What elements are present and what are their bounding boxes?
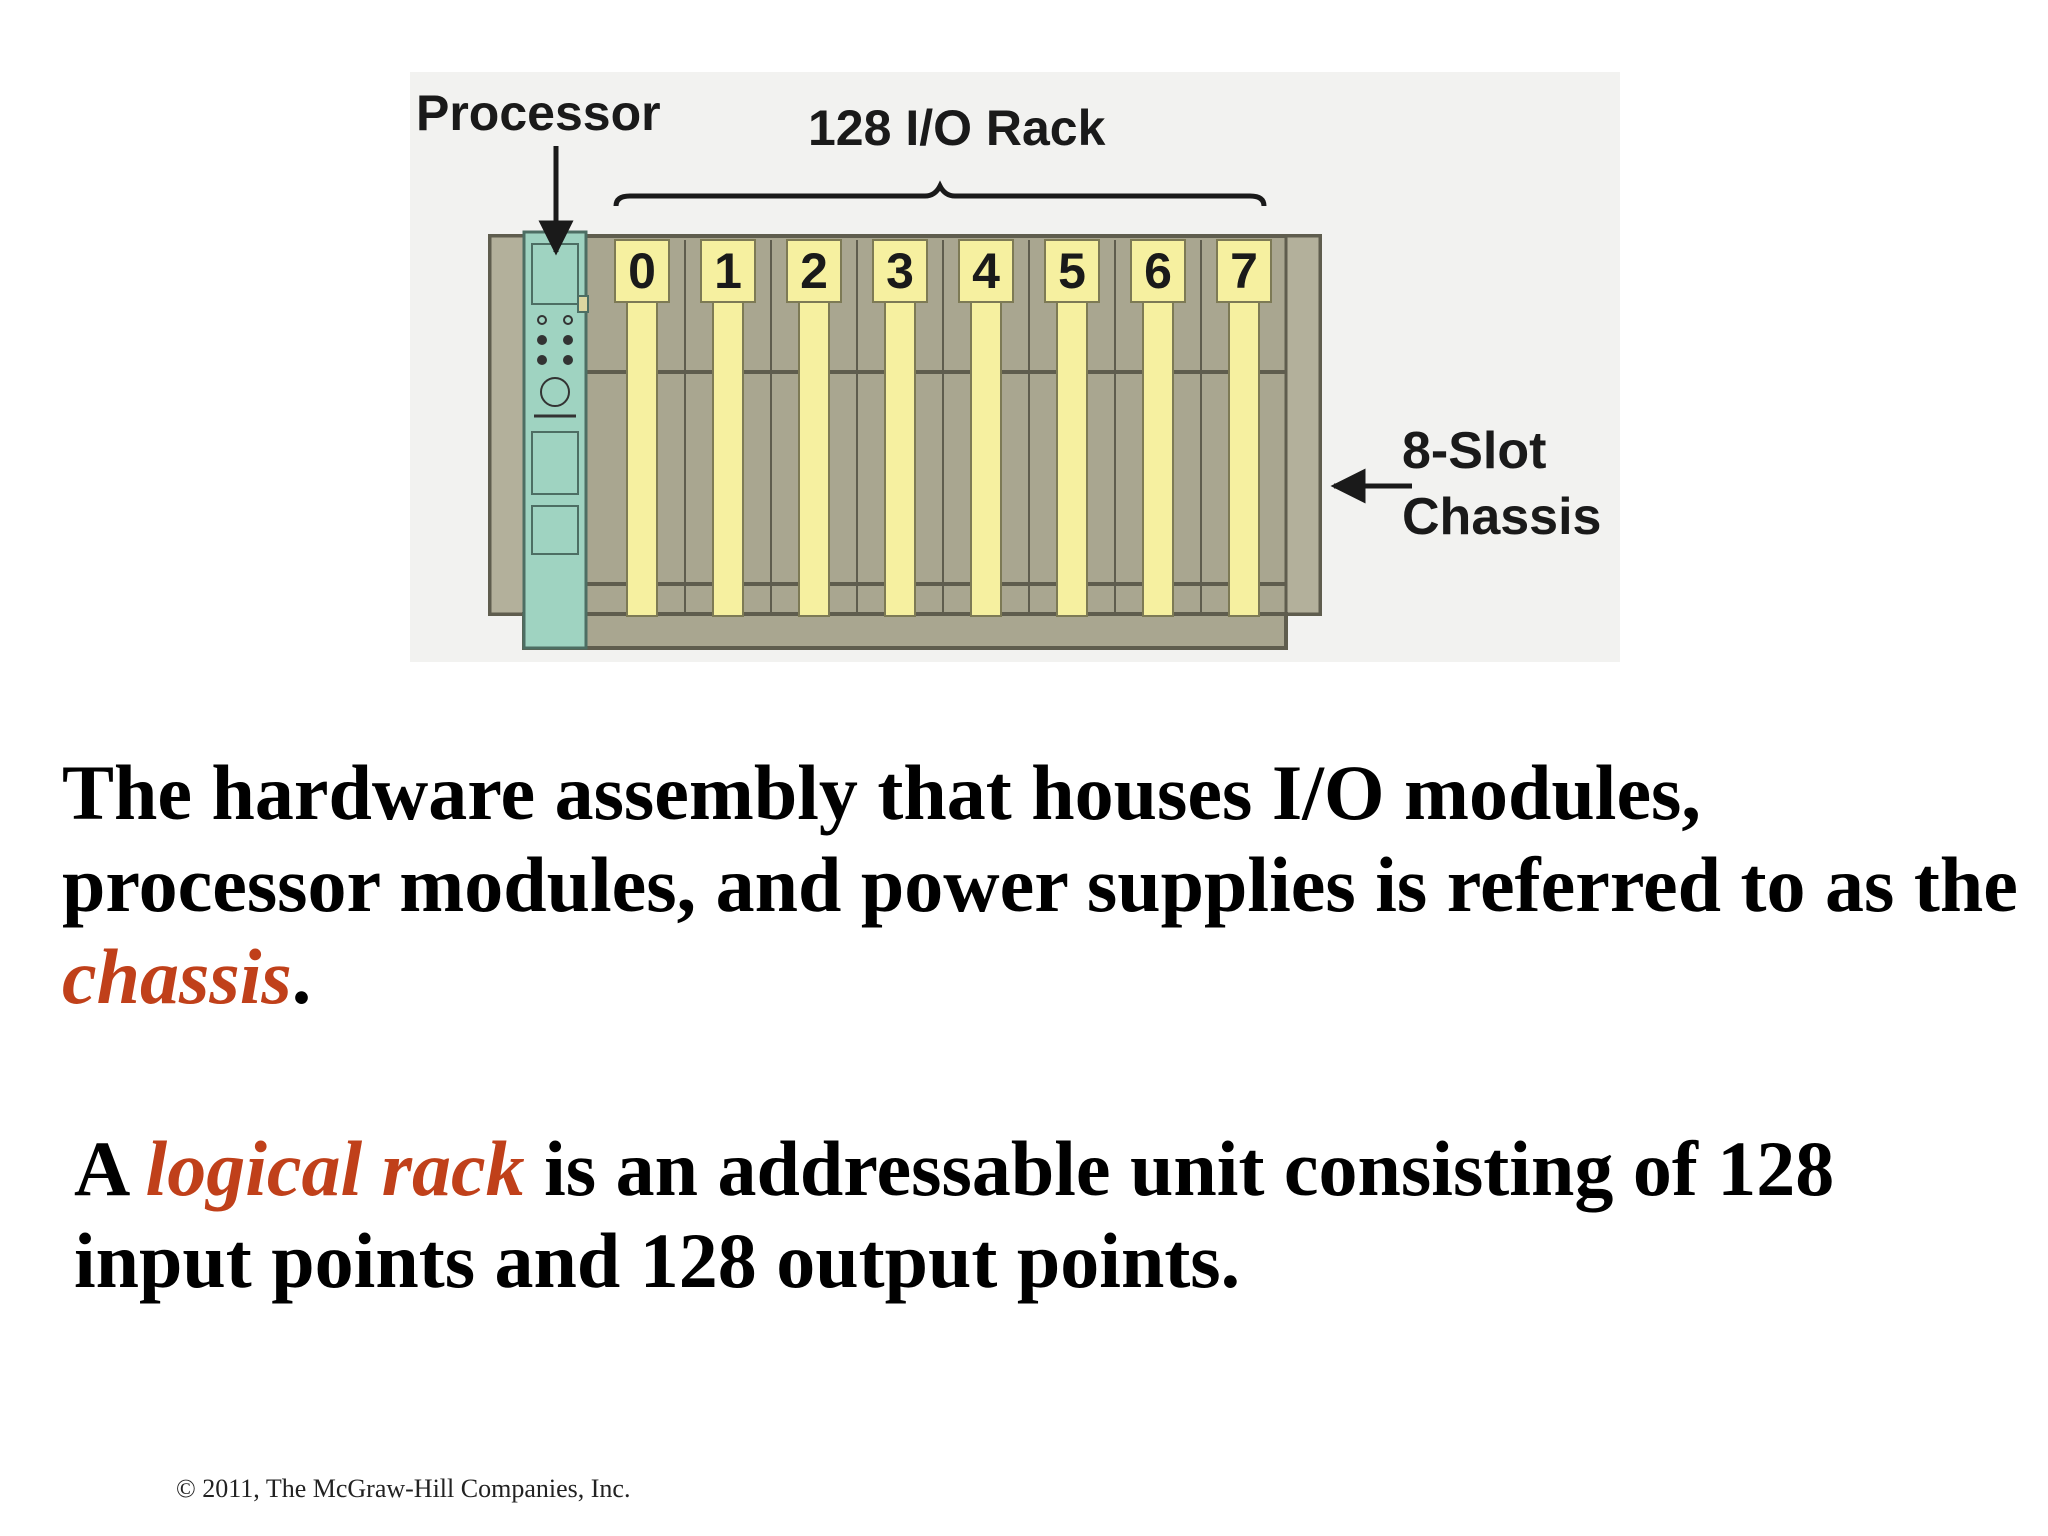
processor-led	[537, 355, 547, 365]
slot-number: 0	[628, 243, 656, 299]
slot-module	[970, 299, 1002, 617]
chassis-base	[522, 612, 1288, 650]
slot-number: 7	[1230, 243, 1258, 299]
slot-number: 3	[886, 243, 914, 299]
slot-number: 6	[1144, 243, 1172, 299]
processor-latch	[577, 295, 589, 313]
slot-number: 4	[972, 243, 1000, 299]
slot-tab	[1130, 239, 1186, 303]
chassis-definition-end: .	[291, 933, 312, 1020]
logical-rack-paragraph: A logical rack is an addressable unit co…	[74, 1123, 1974, 1307]
slot-tab	[1216, 239, 1272, 303]
slot-tab	[786, 239, 842, 303]
logical-rack-intro: A	[74, 1125, 146, 1212]
slot-module	[798, 299, 830, 617]
io-slots: 0 1 2 3 4 5 6 7	[614, 239, 1272, 617]
logical-rack-term: logical rack	[145, 1125, 525, 1212]
chassis-label-line2: Chassis	[1402, 488, 1601, 546]
slot-tab	[958, 239, 1014, 303]
chassis-left-cap	[488, 234, 526, 616]
slot-tab	[700, 239, 756, 303]
chassis-right-cap	[1284, 234, 1322, 616]
slot-tab	[872, 239, 928, 303]
slot-tab	[1044, 239, 1100, 303]
processor-keyswitch	[540, 377, 570, 407]
slot-module	[626, 299, 658, 617]
slot-number: 5	[1058, 243, 1086, 299]
chassis-definition-paragraph: The hardware assembly that houses I/O mo…	[62, 747, 2022, 1023]
processor-led	[563, 335, 573, 345]
processor-label: Processor	[416, 85, 661, 141]
slot-module	[1228, 299, 1260, 617]
processor-port	[531, 505, 579, 555]
slot-module	[712, 299, 744, 617]
processor-window-top	[531, 243, 579, 305]
slot-tab	[614, 239, 670, 303]
chassis-diagram: 0 1 2 3 4 5 6 7 Processor 128 I/O Rack 8-Slot C…	[410, 72, 1620, 662]
slot-number: 2	[800, 243, 828, 299]
rack-brace	[613, 180, 1267, 207]
rack-label: 128 I/O Rack	[808, 100, 1106, 156]
processor-led	[563, 355, 573, 365]
logical-rack-definition-text: is an addressable unit consisting of 128…	[74, 1125, 1835, 1304]
processor-led	[537, 315, 547, 325]
copyright-notice: © 2011, The McGraw-Hill Companies, Inc.	[176, 1474, 631, 1503]
slot-module	[1056, 299, 1088, 617]
slot-module	[1142, 299, 1174, 617]
processor-window-bottom	[531, 431, 579, 495]
chassis-term: chassis	[62, 933, 292, 1020]
processor-led	[563, 315, 573, 325]
slot-number: 1	[714, 243, 742, 299]
chassis-label-line1: 8-Slot	[1402, 422, 1546, 480]
processor-led	[537, 335, 547, 345]
slot-module	[884, 299, 916, 617]
chassis-definition-text: The hardware assembly that houses I/O mo…	[62, 749, 2018, 928]
